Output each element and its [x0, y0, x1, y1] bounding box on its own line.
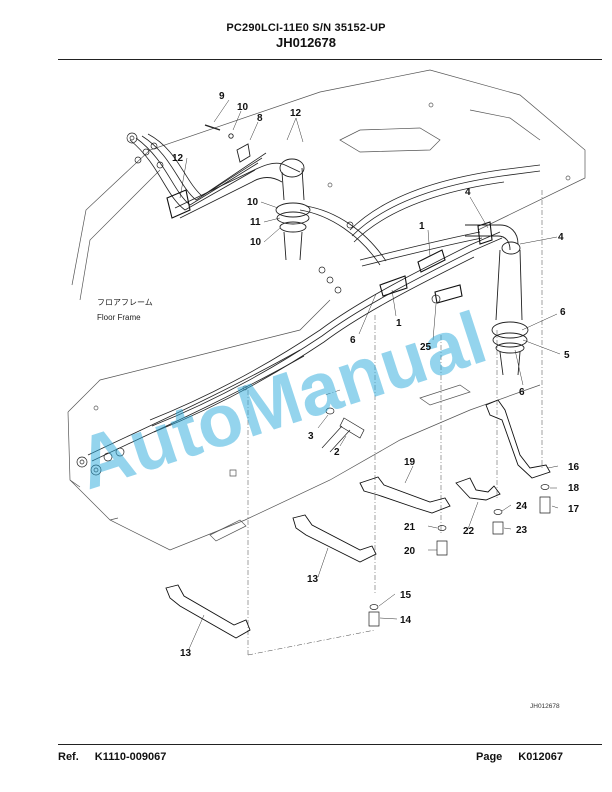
callout-5: 5 [564, 350, 570, 361]
page-label: Page [476, 751, 503, 763]
callout-6-right-bottom: 6 [519, 387, 525, 398]
callout-2: 2 [334, 447, 340, 458]
image-id-label: JH012678 [530, 703, 560, 710]
ref-value: K1110-009067 [94, 751, 167, 763]
callout-10-top: 10 [247, 197, 259, 208]
callout-24: 24 [516, 501, 528, 512]
callout-22: 22 [463, 526, 475, 537]
callout-12-left: 12 [172, 153, 184, 164]
callout-6-left: 6 [350, 335, 356, 346]
leader-lines [179, 99, 561, 650]
drawing-code: JH012678 [276, 35, 336, 50]
callout-13-middle: 13 [307, 574, 319, 585]
header-rule [58, 59, 602, 60]
callout-12-top: 12 [290, 108, 302, 119]
callout-17: 17 [568, 504, 580, 515]
reference-lines [247, 190, 543, 656]
suction-pipe-left [174, 124, 311, 261]
upper-floor-plate [71, 69, 586, 301]
callout-20: 20 [404, 546, 416, 557]
page-header: PC290LCI-11E0 S/N 35152-UP JH012678 [0, 22, 612, 50]
callout-16: 16 [568, 462, 580, 473]
watermark: AutoManual [67, 295, 495, 505]
hose-bundle [87, 133, 541, 462]
callout-9: 10 [237, 102, 249, 113]
callout-1-bottom: 1 [396, 318, 402, 329]
callout-4-right: 4 [558, 232, 564, 243]
ref-label: Ref. [58, 751, 79, 763]
callout-14: 14 [400, 615, 412, 626]
callout-21: 21 [404, 522, 416, 533]
callout-3: 3 [308, 431, 314, 442]
callout-18: 18 [568, 483, 580, 494]
footer-page: Page K012067 [476, 751, 563, 763]
floor-frame-label-jp: フロアフレーム [97, 298, 153, 307]
bolts-washers [321, 294, 551, 627]
hose-fittings [76, 132, 354, 476]
callout-10-bottom: 10 [250, 237, 262, 248]
callout-6-right-top: 6 [560, 307, 566, 318]
callout-15: 15 [400, 590, 412, 601]
callout-8: 9 [219, 91, 225, 102]
page-value: K012067 [518, 751, 563, 763]
callout-1-top: 1 [419, 221, 425, 232]
callout-numbers: 9 10 8 12 12 10 11 10 4 4 1 1 6 6 5 6 25… [172, 91, 580, 659]
clamps [166, 189, 493, 304]
parts-diagram: AutoManual フロアフレーム Floor Frame 9 10 8 12… [67, 69, 586, 710]
suction-pipe-right [465, 224, 529, 376]
stay-brackets [165, 399, 551, 639]
callout-7: 8 [257, 113, 263, 124]
lower-floor-plate [67, 299, 541, 551]
callout-4-top: 4 [465, 187, 471, 198]
model-title: PC290LCI-11E0 S/N 35152-UP [226, 22, 386, 34]
callout-25: 25 [420, 342, 432, 353]
callout-23: 23 [516, 525, 528, 536]
callout-11: 11 [250, 217, 261, 228]
footer-ref: Ref. K1110-009067 [58, 751, 166, 763]
callout-19: 19 [404, 457, 416, 468]
floor-frame-label-en: Floor Frame [97, 313, 141, 322]
callout-13-bottom: 13 [180, 648, 192, 659]
footer-rule [58, 744, 602, 745]
